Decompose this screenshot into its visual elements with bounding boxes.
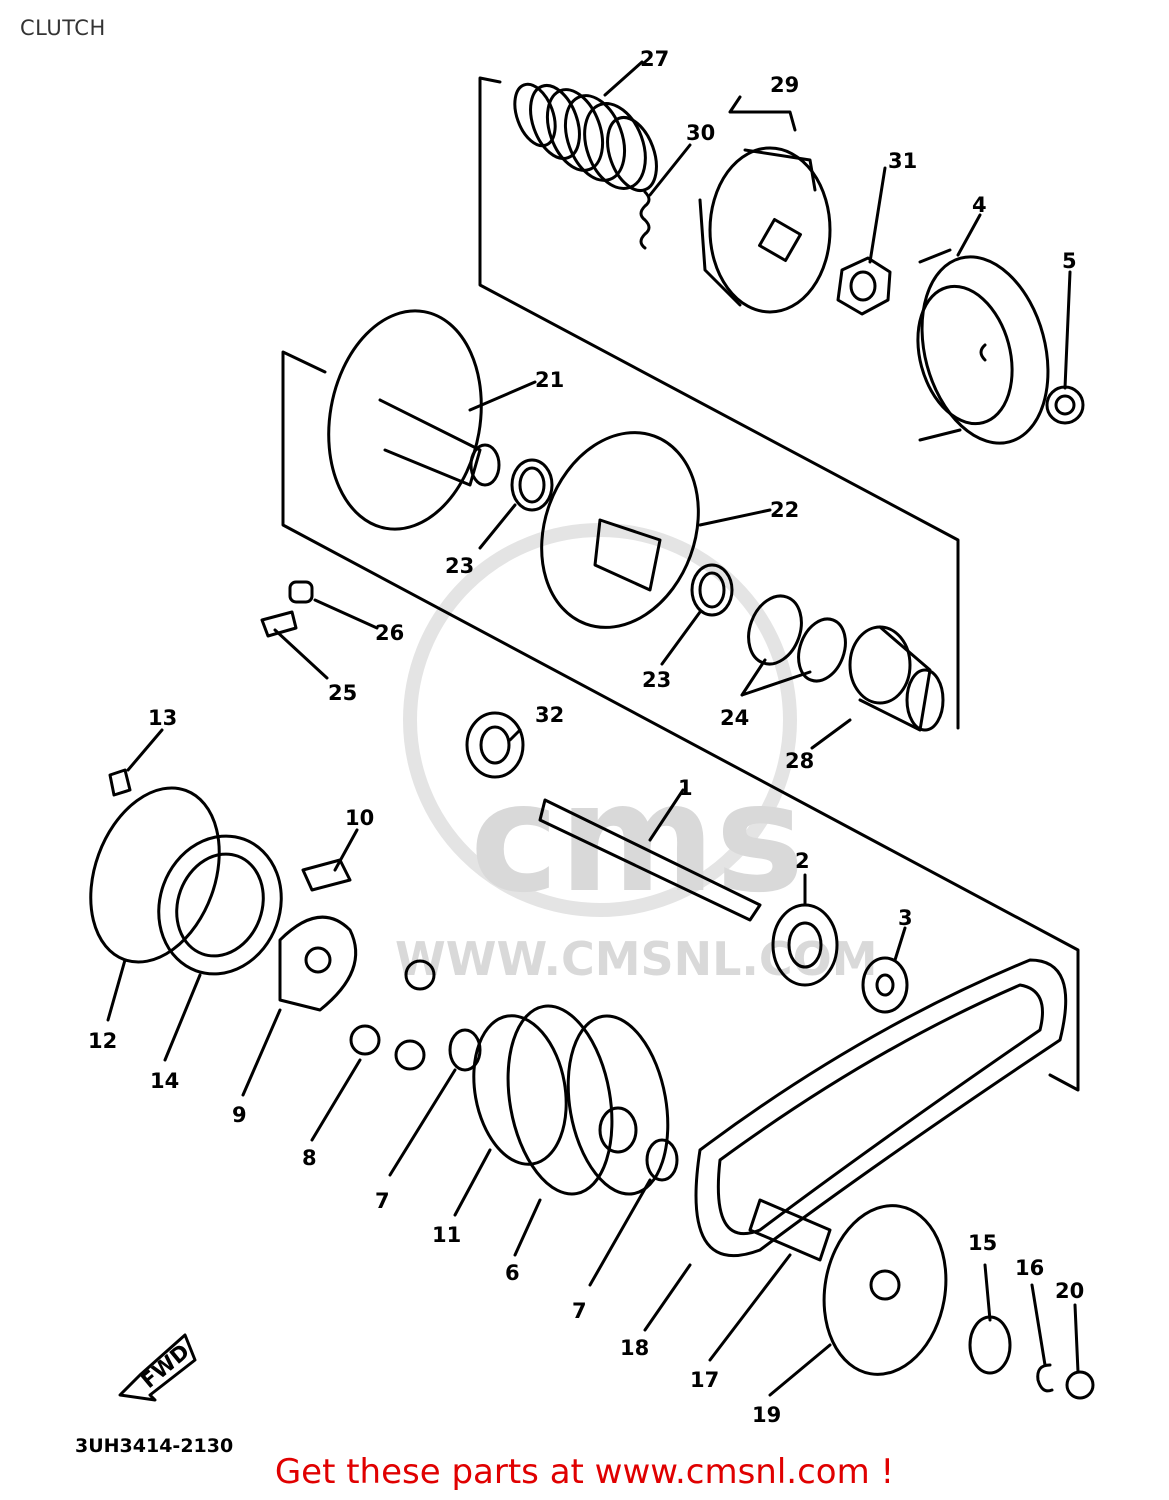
watermark-logo: cms (470, 752, 805, 926)
callout-26: 26 (375, 621, 404, 645)
callout-16: 16 (1015, 1256, 1044, 1280)
cooling-fan (822, 1204, 948, 1376)
page-title: CLUTCH (20, 16, 106, 40)
fixed-sheave (540, 431, 700, 629)
screw-13 (108, 768, 132, 797)
bolt-25 (260, 610, 298, 638)
fwd-arrow-icon (118, 1333, 197, 1402)
o-ring-11 (472, 1014, 568, 1166)
callout-7b: 7 (572, 1299, 587, 1323)
primary-shaft (538, 798, 762, 922)
roller-a (404, 959, 436, 991)
callout-32: 32 (535, 703, 564, 727)
gasket-14 (157, 834, 283, 976)
roller-b (349, 1024, 381, 1056)
callout-21: 21 (535, 368, 564, 392)
oil-seal-15 (968, 1315, 1012, 1375)
watermark: cms WWW.CMSNL.COM (395, 523, 878, 986)
slider-10 (301, 858, 352, 892)
callout-6: 6 (505, 1261, 520, 1285)
callout-20: 20 (1055, 1279, 1084, 1303)
callout-3: 3 (898, 906, 913, 930)
callout-29: 29 (770, 73, 799, 97)
callout-13: 13 (148, 706, 177, 730)
callout-23a: 23 (445, 554, 474, 578)
callout-1: 1 (678, 776, 693, 800)
collar-7a (448, 1028, 482, 1072)
callout-2: 2 (795, 849, 810, 873)
callout-11: 11 (432, 1223, 461, 1247)
clutch-spring (513, 82, 658, 192)
callout-12: 12 (88, 1029, 117, 1053)
callout-8: 8 (302, 1146, 317, 1170)
callout-27: 27 (640, 47, 669, 71)
sliding-sheave (327, 309, 501, 531)
bearing-32 (465, 711, 525, 779)
collar-17 (748, 1198, 832, 1262)
callout-15: 15 (968, 1231, 997, 1255)
spacer-26 (288, 580, 314, 604)
v-belt (694, 958, 1068, 1258)
callout-25: 25 (328, 681, 357, 705)
clutch-group-bracket (478, 76, 960, 730)
drawing-code: 3UH3414-2130 (75, 1435, 233, 1457)
collar-23a (510, 458, 554, 512)
collar-23b (690, 563, 734, 617)
callout-28: 28 (785, 749, 814, 773)
cover-12 (89, 786, 221, 964)
callout-18: 18 (620, 1336, 649, 1360)
primary-sliding-sheave (506, 1004, 670, 1196)
washer-3 (861, 956, 909, 1014)
callout-22: 22 (770, 498, 799, 522)
nut (836, 256, 892, 316)
callout-14: 14 (150, 1069, 179, 1093)
sheave-group-bracket (281, 350, 1080, 1092)
nut-5 (1045, 385, 1085, 425)
cmsnl-link[interactable]: Get these parts at www.cmsnl.com ! (274, 1452, 895, 1492)
callout-5: 5 (1062, 249, 1077, 273)
callout-24: 24 (720, 706, 749, 730)
callout-9: 9 (232, 1103, 247, 1127)
cam-plate-9 (278, 915, 358, 1012)
clutch-carrier (698, 146, 832, 314)
watermark-url: WWW.CMSNL.COM (395, 932, 878, 986)
roller-c (394, 1039, 426, 1071)
callouts: 27 29 30 31 4 5 21 22 23 23 24 26 25 28 … (88, 47, 1084, 1427)
circlip-16 (1036, 1363, 1054, 1393)
guide-cam (848, 625, 945, 732)
callout-23b: 23 (642, 668, 671, 692)
callout-19: 19 (752, 1403, 781, 1427)
callout-31: 31 (888, 149, 917, 173)
callout-10: 10 (345, 806, 374, 830)
o-ring-b (797, 617, 847, 683)
collar-7b (645, 1138, 679, 1182)
callout-7a: 7 (375, 1189, 390, 1213)
callout-30: 30 (686, 121, 715, 145)
nut-20 (1065, 1370, 1095, 1400)
clutch-housing (916, 248, 1050, 445)
callout-17: 17 (690, 1368, 719, 1392)
callout-4: 4 (972, 193, 987, 217)
shoe-spring (639, 190, 651, 250)
